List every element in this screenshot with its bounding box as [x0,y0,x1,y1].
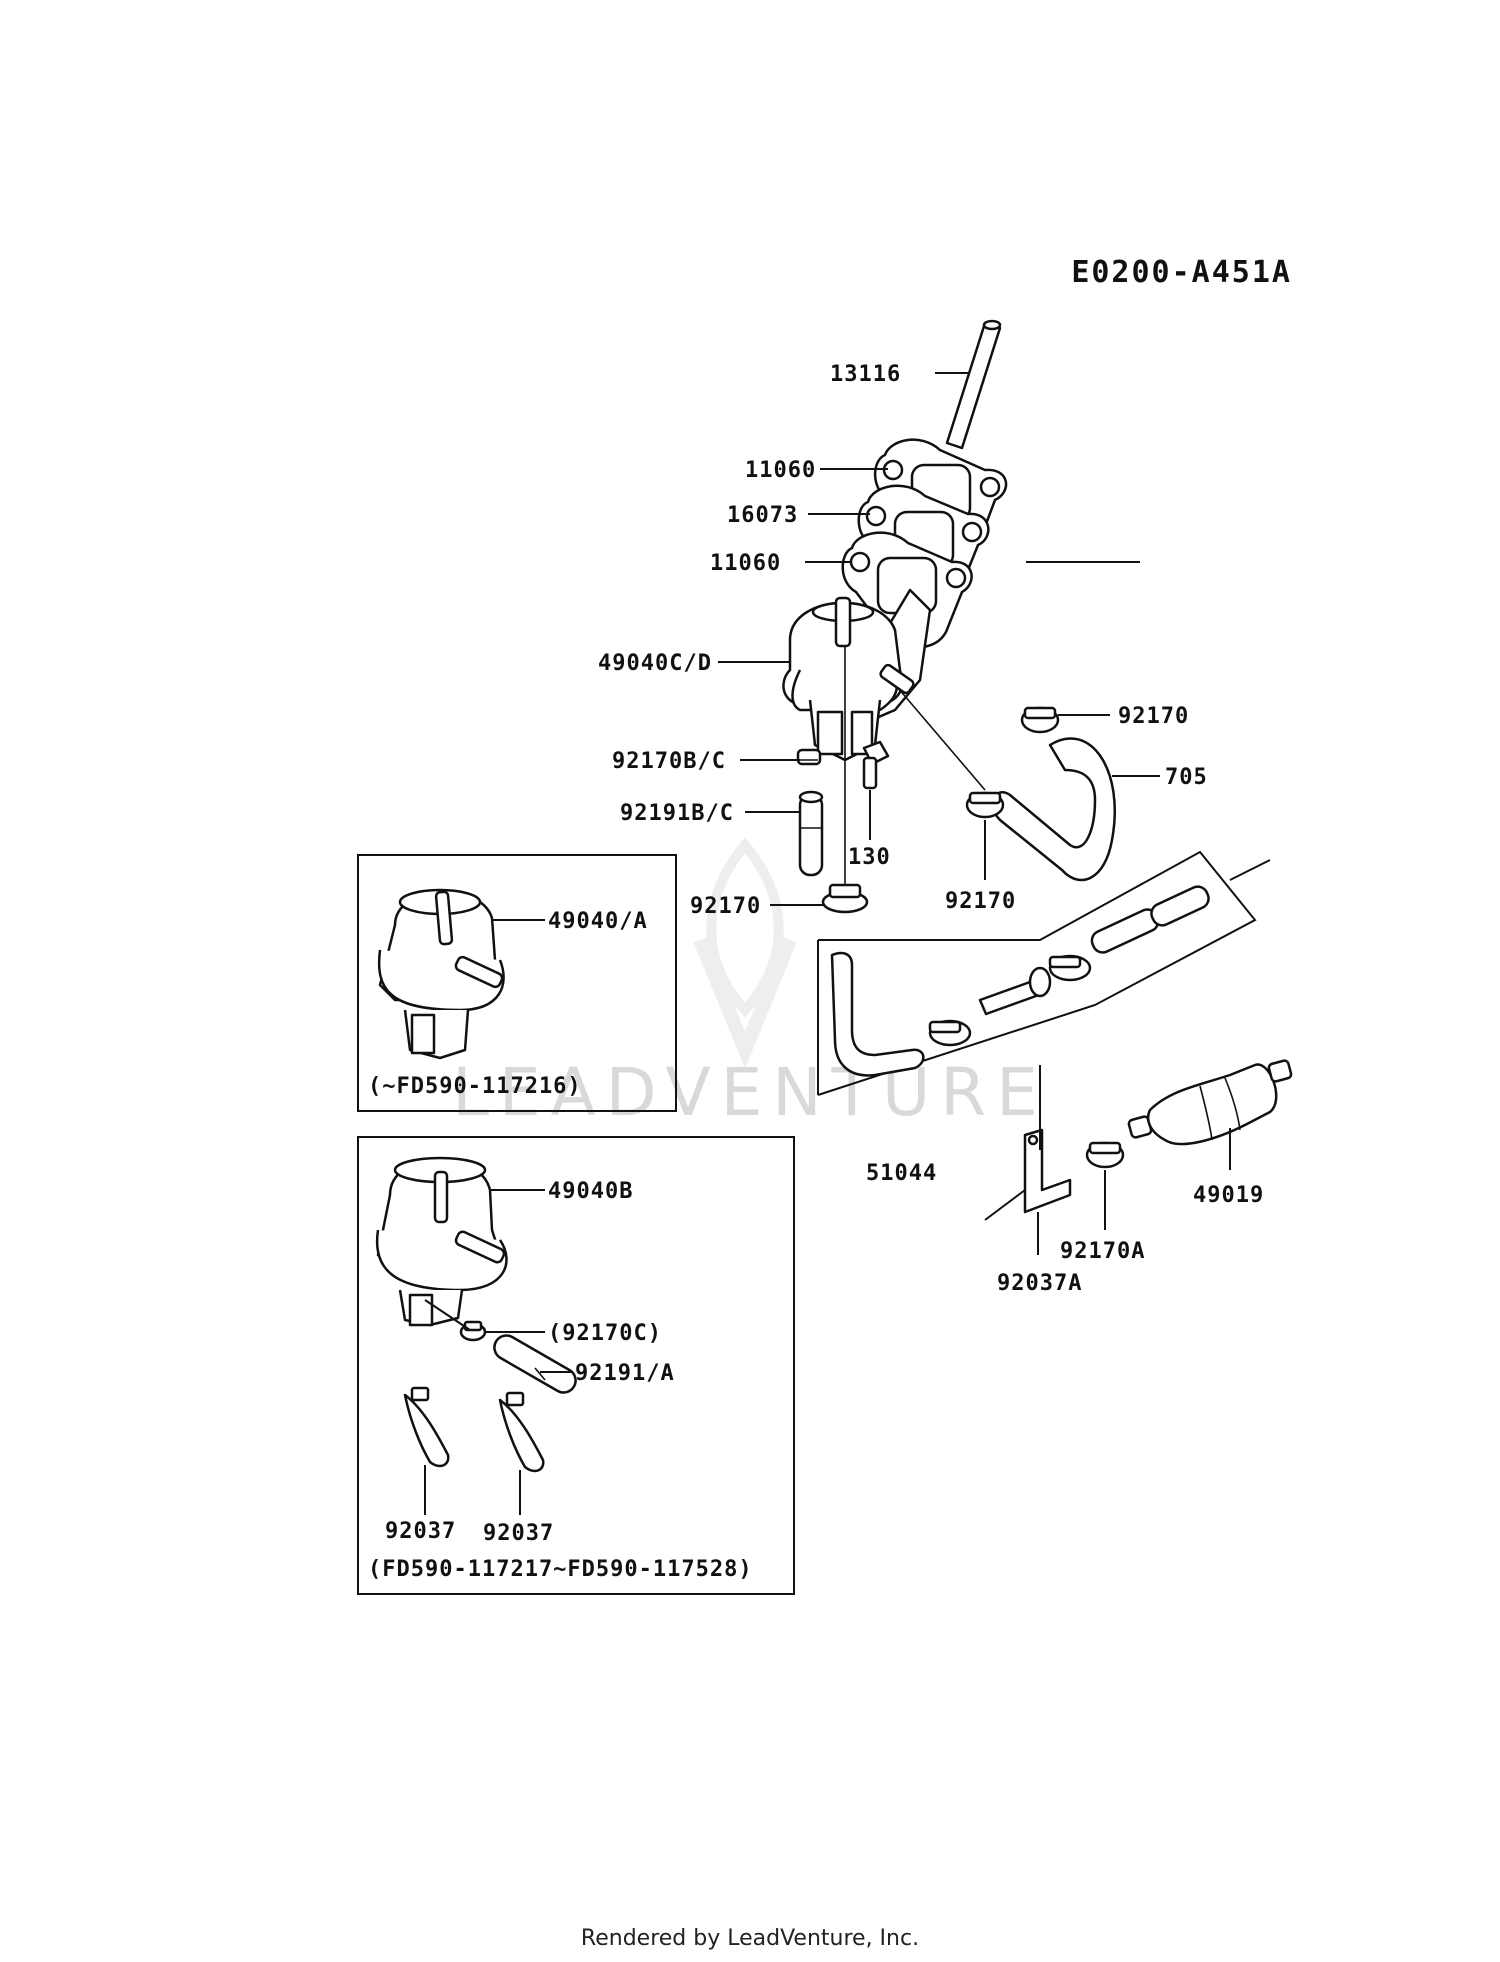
label-49040cd: 49040C/D [598,651,712,676]
hose-92191bc[interactable] [798,790,824,877]
variant-box-late [357,1136,795,1595]
label-51044: 51044 [866,1161,937,1186]
label-13116: 13116 [830,362,901,387]
label-16073: 16073 [727,503,798,528]
clamp-92170bc[interactable] [796,748,822,766]
clamp-92170-top[interactable] [1020,706,1060,734]
hose-705[interactable] [991,737,1117,882]
label-92170-right: 92170 [945,889,1016,914]
band-clamp-92037-left[interactable] [403,1386,450,1468]
label-92170bc: 92170B/C [612,749,726,774]
label-49040a: 49040/A [548,909,648,934]
footer-credit: Rendered by LeadVenture, Inc. [581,1926,919,1951]
fuel-pump-49040cd[interactable] [782,588,932,762]
clamp-92170-center[interactable] [821,883,869,914]
label-92170-center: 92170 [690,894,761,919]
watermark-text: LEADVENTURE [452,1054,1048,1131]
leader-lines [718,372,1231,1255]
clamp-92170-right[interactable] [965,791,1005,819]
clamp-92170a[interactable] [1085,1141,1125,1169]
label-11060-lower: 11060 [710,551,781,576]
clamp-92170c[interactable] [459,1320,487,1342]
pump-side-line [897,687,986,791]
fuel-filter-49019[interactable] [1127,1059,1293,1146]
label-92191bc: 92191B/C [620,801,734,826]
label-92037-left: 92037 [385,1519,456,1544]
band-clamp-92037-right[interactable] [498,1391,545,1473]
fuel-pump-49040a[interactable] [377,888,505,1060]
label-92037-right: 92037 [483,1521,554,1546]
label-11060-upper: 11060 [745,458,816,483]
label-92037a: 92037A [997,1271,1082,1296]
variant-box-early [357,854,677,1112]
label-92170a: 92170A [1060,1239,1145,1264]
label-92191a: 92191/A [575,1361,675,1386]
label-705: 705 [1165,765,1208,790]
label-49019: 49019 [1193,1183,1264,1208]
leadventure-flame-logo-icon [693,837,797,1069]
bracket-92037a[interactable] [984,1128,1072,1221]
rod-13116[interactable] [945,319,1002,450]
serial-range-late: (FD590-117217~FD590-117528) [368,1557,753,1582]
diagram-code: E0200-A451A [1071,255,1292,290]
bolt-130[interactable] [862,740,890,790]
hose-92191a[interactable] [490,1331,580,1397]
gasket-11060-lower[interactable] [841,531,973,649]
label-130: 130 [848,845,891,870]
leader-lines-box2 [424,1189,572,1515]
fuel-pump-49040b[interactable] [375,1156,508,1327]
label-49040b: 49040B [548,1179,633,1204]
label-92170c: (92170C) [548,1321,662,1346]
label-92170-top: 92170 [1118,704,1189,729]
serial-range-early: (~FD590-117216) [368,1074,582,1099]
fuel-line-group-51044[interactable] [817,850,1271,1096]
